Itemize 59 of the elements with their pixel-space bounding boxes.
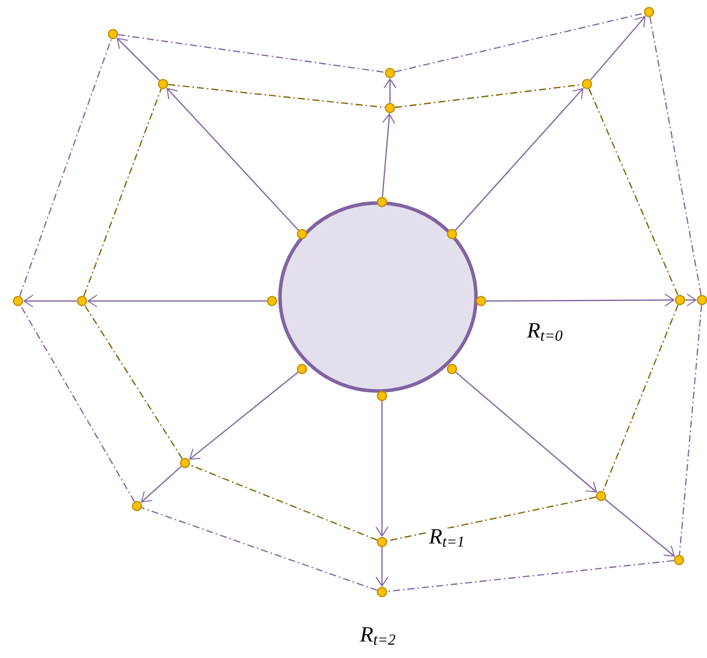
- dash-dot-line: [142, 507, 378, 591]
- dash-dot-line: [168, 84, 385, 108]
- arrow: [166, 88, 299, 231]
- region-label: R$_{t=1}$: [428, 528, 466, 548]
- point-marker: [384, 68, 396, 78]
- point-marker: [296, 364, 308, 374]
- arrow: [140, 466, 182, 503]
- disc: [278, 201, 478, 393]
- dash-dot-line: [395, 84, 582, 108]
- dash-dot-line: [588, 88, 679, 296]
- point-marker: [180, 458, 190, 468]
- dash-dot-line: [678, 305, 702, 555]
- point-marker: [132, 500, 142, 512]
- dash-dot-line: [20, 305, 135, 502]
- dash-dot-line: [394, 12, 644, 72]
- point-marker: [476, 296, 486, 306]
- point-marker: [674, 554, 684, 566]
- point-marker: [12, 296, 24, 306]
- dash-dot-line: [19, 38, 112, 296]
- point-marker: [582, 78, 592, 90]
- point-marker: [108, 28, 118, 40]
- arrow: [376, 547, 388, 587]
- dash-dot-line: [83, 88, 162, 296]
- point-marker: [384, 102, 396, 114]
- arrow: [456, 372, 598, 493]
- arrow: [382, 113, 396, 197]
- dash-dot-line: [118, 34, 385, 73]
- region-label: R$_{t=0}$: [526, 322, 564, 342]
- point-marker: [376, 196, 388, 208]
- region-label: R$_{t=2}$: [358, 626, 398, 646]
- point-marker: [76, 296, 88, 306]
- arrow: [23, 294, 77, 308]
- point-marker: [376, 390, 388, 402]
- dash-dot-line: [190, 464, 378, 541]
- arrow: [455, 88, 584, 231]
- dash-dot-line: [386, 496, 596, 542]
- arrow: [604, 498, 676, 557]
- arrow: [116, 38, 160, 81]
- point-marker: [674, 294, 686, 306]
- point-marker: [696, 294, 707, 306]
- arrow: [376, 401, 388, 537]
- arrow: [486, 294, 675, 307]
- point-marker: [266, 296, 278, 306]
- point-marker: [596, 490, 606, 502]
- dash-dot-line: [602, 304, 679, 492]
- dash-dot-line: [84, 305, 183, 459]
- point-marker: [376, 536, 388, 548]
- arrow: [590, 16, 646, 80]
- point-marker: [158, 78, 168, 90]
- arrow: [189, 372, 298, 460]
- point-marker: [446, 228, 458, 240]
- arrow: [87, 294, 267, 308]
- arrow: [384, 78, 396, 103]
- point-marker: [644, 6, 654, 18]
- dash-dot-line: [387, 560, 674, 592]
- dash-dot-line: [649, 16, 702, 296]
- point-marker: [296, 228, 308, 240]
- point-marker: [376, 586, 388, 598]
- point-marker: [446, 364, 458, 374]
